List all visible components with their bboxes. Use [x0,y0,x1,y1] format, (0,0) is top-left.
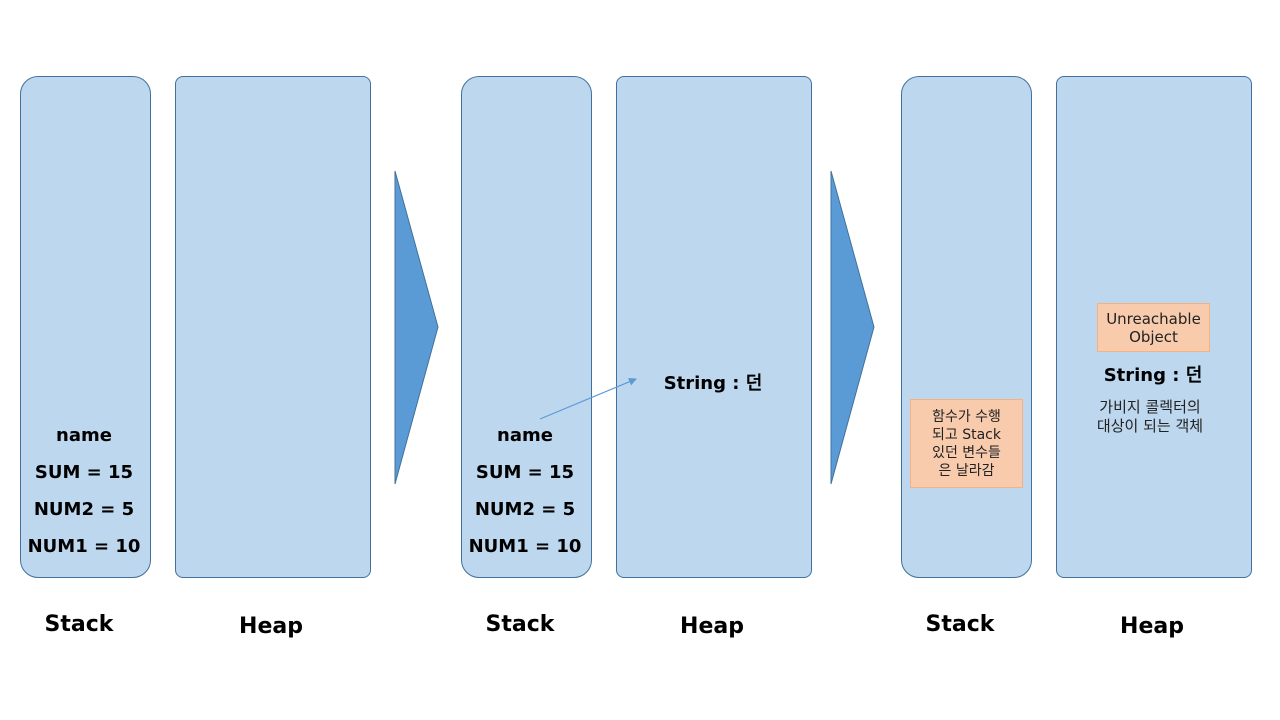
stage1-var-sum: SUM = 15 [34,462,134,483]
stage2-heap-string-object: String : 던 [663,373,763,394]
stage2-var-num2: NUM2 = 5 [474,499,576,520]
stage1-stack-panel [20,76,151,578]
stage1-var-name: name [56,425,112,446]
stage3-stack-note: 함수가 수행 되고 Stack 있던 변수들 은 날라감 [910,399,1023,488]
stage3-unreachable-note: Unreachable Object [1097,303,1210,352]
stage2-var-sum: SUM = 15 [475,462,575,483]
stage2-stack-label: Stack [485,612,555,637]
stage1-stack-label: Stack [44,612,114,637]
stage3-heap-string-object: String : 던 [1103,365,1203,386]
reference-pointer-line [539,378,637,420]
stage2-heap-label: Heap [680,614,744,639]
stage3-stack-label: Stack [925,612,995,637]
stage2-stack-panel [461,76,592,578]
stage3-gc-caption: 가비지 콜렉터의 대상이 되는 객체 [1096,398,1204,435]
stage1-var-num2: NUM2 = 5 [33,499,135,520]
stage2-var-num1: NUM1 = 10 [468,536,582,557]
stage1-heap-panel [175,76,371,578]
stage3-heap-label: Heap [1120,614,1184,639]
stage2-var-name: name [497,425,553,446]
stage3-stack-panel [901,76,1032,578]
transition-arrow-1-shape [394,170,439,485]
transition-arrow-2-shape [830,170,875,485]
transition-arrow-2 [830,170,875,485]
transition-arrow-1 [394,170,439,485]
stage2-heap-panel [616,76,812,578]
stage1-heap-label: Heap [239,614,303,639]
stage3-heap-panel [1056,76,1252,578]
stage1-var-num1: NUM1 = 10 [27,536,141,557]
